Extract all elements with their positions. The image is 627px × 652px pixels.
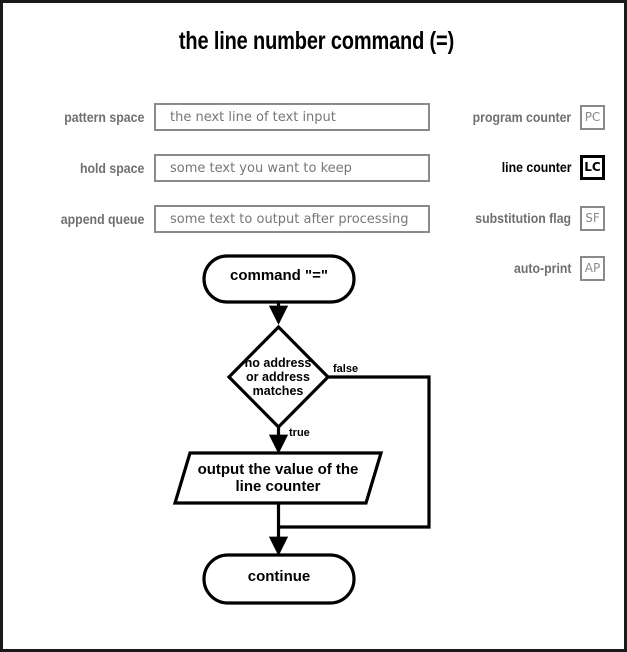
register-box-line-counter[interactable]: LC: [580, 154, 605, 180]
state-field-append-queue[interactable]: some text to output after processing: [154, 205, 430, 233]
state-row-hold-space: hold space some text you want to keep: [23, 154, 433, 182]
state-row-pattern-space: pattern space the next line of text inpu…: [23, 103, 433, 131]
flow-node-decision-label: no address or address matches: [244, 356, 312, 398]
flow-edge-label-false: false: [333, 363, 359, 375]
state-field-pattern-space[interactable]: the next line of text input: [154, 103, 430, 131]
flow-edge-false-branch: [280, 375, 431, 529]
register-row-substitution-flag: substitution flag SF: [461, 205, 605, 231]
register-row-line-counter: line counter LC: [491, 154, 605, 180]
state-field-hold-space[interactable]: some text you want to keep: [154, 154, 430, 182]
flow-node-output-label: output the value of the line counter: [197, 461, 359, 495]
register-label-substitution-flag: substitution flag: [475, 210, 572, 226]
state-label-hold-space: hold space: [79, 160, 145, 176]
register-box-substitution-flag[interactable]: SF: [580, 205, 605, 231]
register-box-program-counter[interactable]: PC: [580, 104, 605, 130]
flowchart-graphics: [172, 254, 431, 605]
register-box-auto-print[interactable]: AP: [580, 255, 605, 281]
register-label-auto-print: auto-print: [513, 260, 572, 276]
flow-node-start-label: command "=": [230, 267, 328, 284]
state-label-pattern-space: pattern space: [64, 109, 145, 125]
page-title: the line number command (=): [178, 27, 455, 55]
state-label-append-queue: append queue: [60, 211, 145, 227]
register-label-line-counter: line counter: [501, 159, 572, 175]
state-row-append-queue: append queue some text to output after p…: [23, 205, 433, 233]
register-row-program-counter: program counter PC: [458, 104, 605, 130]
flow-node-continue-label: continue: [247, 568, 311, 585]
register-label-program-counter: program counter: [472, 109, 572, 125]
register-row-auto-print: auto-print AP: [505, 255, 605, 281]
flow-edge-label-true: true: [289, 427, 310, 439]
